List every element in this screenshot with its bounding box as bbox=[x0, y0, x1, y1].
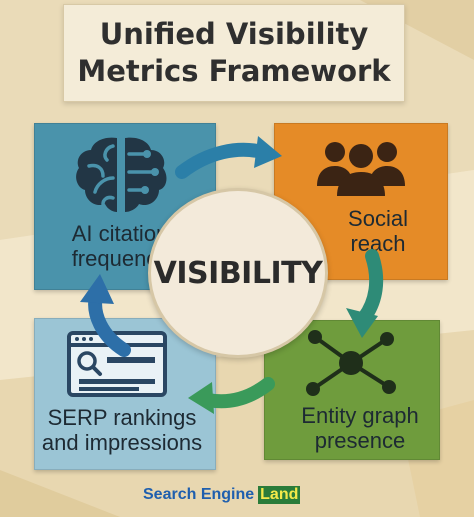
title-line-1: Unified Visibility bbox=[99, 17, 369, 51]
social-reach-label: Social reach bbox=[348, 206, 408, 256]
arrow-left bbox=[80, 274, 131, 357]
center-visibility-circle: VISIBILITY bbox=[148, 188, 328, 358]
title-line-2: Metrics Framework bbox=[77, 54, 391, 88]
arrow-right bbox=[346, 249, 384, 338]
center-label: VISIBILITY bbox=[153, 255, 323, 291]
title-card: Unified Visibility Metrics Framework bbox=[63, 4, 405, 102]
entity-graph-card: Entity graph presence bbox=[264, 320, 440, 460]
arrow-bottom bbox=[188, 377, 275, 414]
arrow-top bbox=[175, 136, 282, 179]
network-graph-icon bbox=[306, 330, 396, 396]
entity-graph-label: Entity graph presence bbox=[301, 403, 419, 453]
brand-logo: Search Engine Land bbox=[143, 484, 301, 506]
serp-rankings-label: SERP rankings and impressions bbox=[41, 405, 203, 455]
serp-rankings-card: SERP rankings and impressions bbox=[34, 318, 216, 470]
search-results-window-icon bbox=[67, 331, 167, 397]
people-group-icon bbox=[317, 142, 405, 196]
brain-circuit-icon bbox=[76, 137, 167, 212]
brand-accent: Land bbox=[258, 486, 301, 504]
brand-name: Search Engine bbox=[143, 486, 255, 503]
